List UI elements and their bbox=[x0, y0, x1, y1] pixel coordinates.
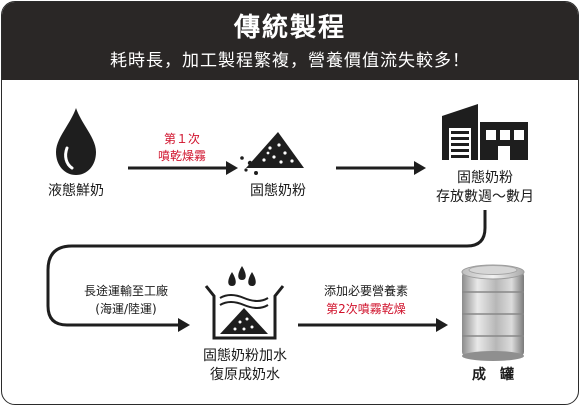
arrow-add-nutrients bbox=[298, 318, 448, 332]
diagram-title: 傳統製程 bbox=[233, 13, 346, 43]
arrow-nutrients-label-1: 添加必要營養素 bbox=[323, 284, 408, 298]
milk-can-icon bbox=[461, 264, 525, 361]
arrow-spray-1-label-2: 噴乾燥霧 bbox=[157, 149, 206, 163]
arrow-transport-label-2: (海運/陸運) bbox=[95, 302, 157, 316]
arrow-spray-1-label-1: 第１次 bbox=[163, 132, 200, 146]
diagram-subtitle: 耗時長，加工製程繁複，營養價值流失較多！ bbox=[110, 51, 470, 71]
arrow-transport-label-1: 長途運輸至工廠 bbox=[83, 284, 168, 298]
arrow-nutrients-label-2: 第2次噴霧乾燥 bbox=[326, 302, 406, 316]
header-banner: 傳統製程 耗時長，加工製程繁複，營養價值流失較多！ bbox=[2, 2, 578, 80]
arrow-transport bbox=[46, 210, 487, 332]
step-liquid-milk-label: 液態鮮奶 bbox=[48, 183, 104, 199]
arrow-spray-dry-1 bbox=[128, 161, 238, 175]
step-rehydrate-label-2: 復原成奶水 bbox=[210, 367, 280, 383]
step-storage-label-2: 存放數週～數月 bbox=[436, 189, 534, 205]
step-solid-powder-label: 固態奶粉 bbox=[250, 183, 306, 199]
powder-bowl-icon bbox=[204, 266, 285, 340]
milk-drop-icon bbox=[56, 108, 96, 175]
step-canned-label: 成 罐 bbox=[472, 367, 514, 383]
arrow-to-storage bbox=[336, 161, 426, 175]
powder-pile-icon bbox=[240, 132, 304, 175]
factory-icon bbox=[442, 104, 528, 160]
step-storage-label-1: 固態奶粉 bbox=[457, 170, 513, 186]
step-rehydrate-label-1: 固態奶粉加水 bbox=[203, 348, 287, 364]
